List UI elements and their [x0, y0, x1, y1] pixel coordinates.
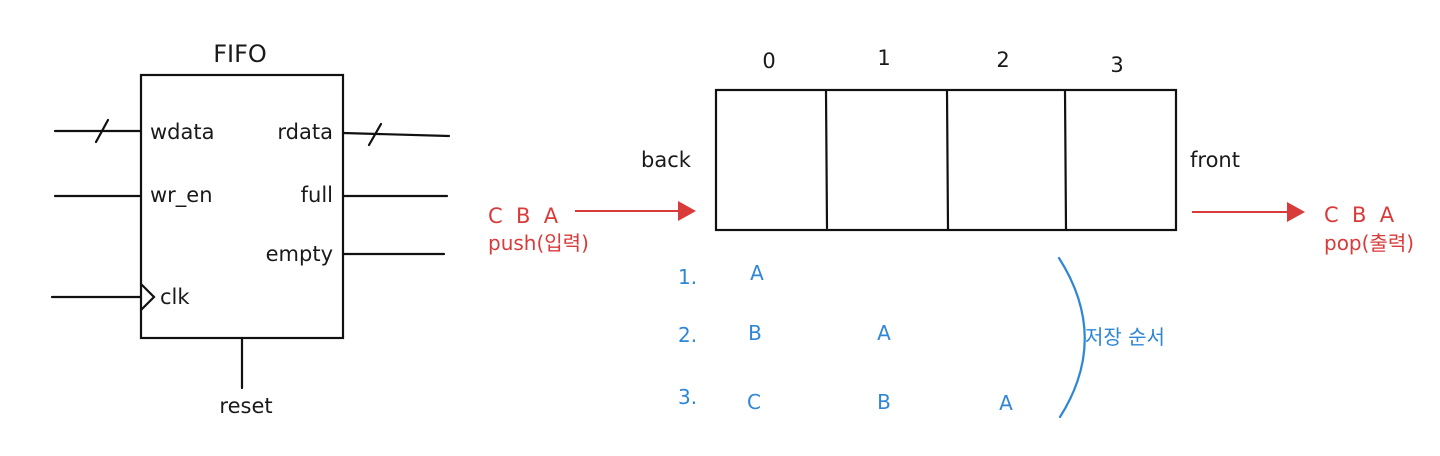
port-empty: empty: [266, 242, 333, 266]
step-2-slot-1: A: [877, 321, 891, 345]
push-label: push(입력): [488, 231, 589, 255]
buffer-index-3: 3: [1110, 53, 1123, 77]
step-2-slot-0: B: [748, 321, 762, 345]
step-3-slot-2: A: [999, 391, 1013, 415]
clk-triangle: [139, 282, 156, 312]
port-rdata: rdata: [277, 120, 333, 144]
buffer-index-0: 0: [762, 49, 775, 73]
step-3-slot-1: B: [877, 390, 891, 414]
front-label: front: [1190, 148, 1240, 172]
wdata-bus-mark: [94, 118, 110, 144]
rdata-line: [341, 131, 451, 138]
port-full: full: [301, 183, 333, 207]
port-reset: reset: [219, 394, 272, 418]
port-wr-en: wr_en: [150, 183, 213, 208]
buffer-box: [714, 88, 1178, 232]
buffer-index-2: 2: [996, 48, 1009, 72]
buffer-divider-3: [1063, 89, 1068, 231]
buffer-divider-1: [824, 89, 829, 230]
step-3-number: 3.: [678, 385, 697, 409]
buffer-index-1: 1: [877, 46, 890, 70]
port-clk: clk: [160, 285, 190, 309]
port-wdata: wdata: [150, 120, 214, 144]
order-caption: 저장 순서: [1085, 325, 1165, 349]
step-1-number: 1.: [678, 265, 697, 289]
order-bracket: [1057, 256, 1086, 419]
buffer-divider-2: [945, 89, 950, 231]
back-label: back: [641, 148, 692, 172]
step-1-slot-0: A: [750, 261, 764, 285]
pop-sequence: C B A: [1324, 203, 1395, 227]
rdata-bus-mark: [367, 122, 383, 147]
fifo-title: FIFO: [213, 40, 267, 68]
step-2-number: 2.: [678, 323, 697, 347]
step-3-slot-0: C: [747, 390, 761, 414]
push-sequence: C B A: [488, 204, 559, 228]
pop-label: pop(출력): [1324, 231, 1414, 255]
